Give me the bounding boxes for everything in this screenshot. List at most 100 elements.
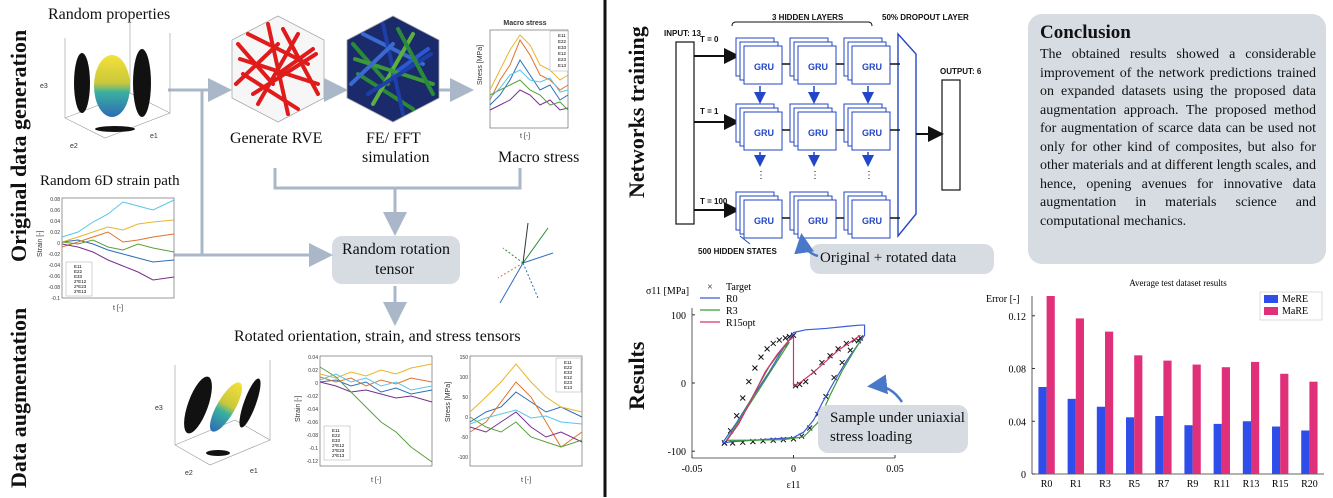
tick-label: -0.12 <box>307 459 319 465</box>
x-tick-label: R20 <box>1301 479 1318 490</box>
series-line-r15opt <box>726 334 861 442</box>
time-label-100: T = 100 <box>700 197 728 206</box>
fe-fft-cube <box>346 15 440 123</box>
macro-stress-series-3 <box>489 34 569 91</box>
rotated-stress-legend: E11 E22 E33 E12 E23 E13 <box>564 360 573 390</box>
fe-fft-caption-line1: FE/ FFT <box>366 130 421 147</box>
rve-cube <box>231 15 325 123</box>
legend-label: R15opt <box>726 318 756 329</box>
bar-mare <box>1075 318 1084 474</box>
legend-item: 2*E23 <box>332 448 345 453</box>
ellipse-shadow-left <box>184 376 212 434</box>
strain-series-2 <box>61 231 175 248</box>
legend-label: MaRE <box>1282 306 1308 317</box>
legend-label: MeRE <box>1282 294 1308 305</box>
strain-series-3 <box>61 219 175 243</box>
gru-cell-label: GRU <box>754 216 774 226</box>
tick-label: -50 <box>461 435 468 441</box>
rotated-stress-series-6 <box>469 409 583 425</box>
bar-mere <box>1184 425 1193 474</box>
legend-item: 2*E12 <box>74 279 87 284</box>
legend-swatch-mere <box>1264 295 1278 303</box>
legend-item: E33 <box>74 274 83 279</box>
strain-series-6 <box>61 199 175 238</box>
axis-e3-label: e3 <box>155 405 163 412</box>
rotated-strain-series-2 <box>319 376 433 387</box>
gru-cell-label: GRU <box>808 216 828 226</box>
macro-stress-series <box>489 34 569 111</box>
rotated-strain-series <box>319 363 433 463</box>
rotated-stress-series-5 <box>469 416 583 448</box>
legend-item: 2*E12 <box>332 443 345 448</box>
svg-text:⋮: ⋮ <box>864 170 874 181</box>
gru-cell-label: GRU <box>862 62 882 72</box>
ellipsoid-plot-top: e3 e2 e1 <box>40 13 171 150</box>
bar-mere <box>1096 406 1105 474</box>
sample-label-line2: stress loading <box>830 429 913 445</box>
gru-cell-label: GRU <box>808 128 828 138</box>
x-tick-label: -0.05 <box>682 464 703 475</box>
strain-legend: E11 E22 E33 2*E12 2*E23 2*E13 <box>74 264 87 294</box>
random-strain-caption: Random 6D strain path <box>40 173 180 189</box>
axis-e3-label: e3 <box>40 83 48 90</box>
bar-mare <box>1192 364 1201 474</box>
rotated-data-arrow <box>794 233 819 258</box>
tick-label: -0.06 <box>49 274 61 280</box>
hidden-layers-label: 3 HIDDEN LAYERS <box>772 13 844 22</box>
target-point-marker <box>739 395 746 401</box>
x-tick-label: R3 <box>1099 479 1111 490</box>
tick-label: -0.08 <box>307 433 319 439</box>
x-tick-label: R0 <box>1041 479 1053 490</box>
macro-stress-series-4 <box>489 89 569 111</box>
rotated-stress-series-3 <box>469 363 583 413</box>
bar-mare <box>1251 361 1260 474</box>
legend-item: E22 <box>332 433 341 438</box>
bar-mare <box>1221 367 1230 474</box>
ellipse-shadow-right <box>133 49 151 117</box>
legend-item: E11 <box>558 33 566 38</box>
rotated-strain-plot: 0.04 0.02 0 -0.02 -0.04 -0.06 -0.08 -0.1… <box>295 355 433 484</box>
ellipse-shadow-right <box>239 378 261 428</box>
rotated-strain-ylabel: Strain [-] <box>295 395 302 422</box>
ellipse-shadow-bottom <box>206 450 230 456</box>
bar-chart-ylabel: Error [-] <box>986 294 1020 305</box>
y-tick-label: 100 <box>671 311 686 322</box>
conclusion-box: Conclusion The obtained results showed a… <box>1028 14 1326 264</box>
strain-path-xlabel: t [-] <box>113 305 123 312</box>
tick-label: 0.02 <box>50 230 60 236</box>
x-tick-label: R13 <box>1243 479 1260 490</box>
legend-label: R3 <box>726 306 738 317</box>
tick-label: 150 <box>460 355 469 361</box>
legend-marker-target: × <box>707 282 713 293</box>
tick-label: -0.1 <box>51 296 60 302</box>
bar-mere <box>1155 415 1164 474</box>
hidden-states-label: 500 HIDDEN STATES <box>698 247 777 256</box>
dropout-layer <box>897 32 917 238</box>
legend-item: E33 <box>332 438 341 443</box>
rotated-stress-ticks: 150 100 50 0 -50 -100 <box>458 355 468 461</box>
rotated-stress-series <box>469 363 583 448</box>
bar-mere <box>1038 386 1047 474</box>
y-tick-label: 0.12 <box>1009 312 1027 323</box>
time-label-1: T = 1 <box>700 107 719 116</box>
target-point-marker <box>827 352 833 359</box>
bar-mere <box>1213 423 1222 474</box>
strain-series-5 <box>61 239 175 253</box>
rotated-stress-series-2 <box>469 381 583 448</box>
ellipse-shadow-left <box>74 53 90 113</box>
bar-mere <box>1067 398 1076 474</box>
rotated-data-label: Original + rotated data <box>820 250 957 266</box>
tick-label: 0.08 <box>50 197 60 203</box>
legend-item: E22 <box>564 365 573 370</box>
target-point-marker <box>770 340 777 347</box>
ellipse-shadow-bottom <box>95 126 135 132</box>
ellipsoid-plot-bottom: e3 e2 e1 <box>155 360 271 477</box>
tick-label: -100 <box>458 455 468 461</box>
bar-mare <box>1280 373 1289 474</box>
bar-mare <box>1134 355 1143 474</box>
tick-label: -0.06 <box>307 420 319 426</box>
legend-swatch-mare <box>1264 307 1278 315</box>
target-point-marker <box>764 346 770 352</box>
